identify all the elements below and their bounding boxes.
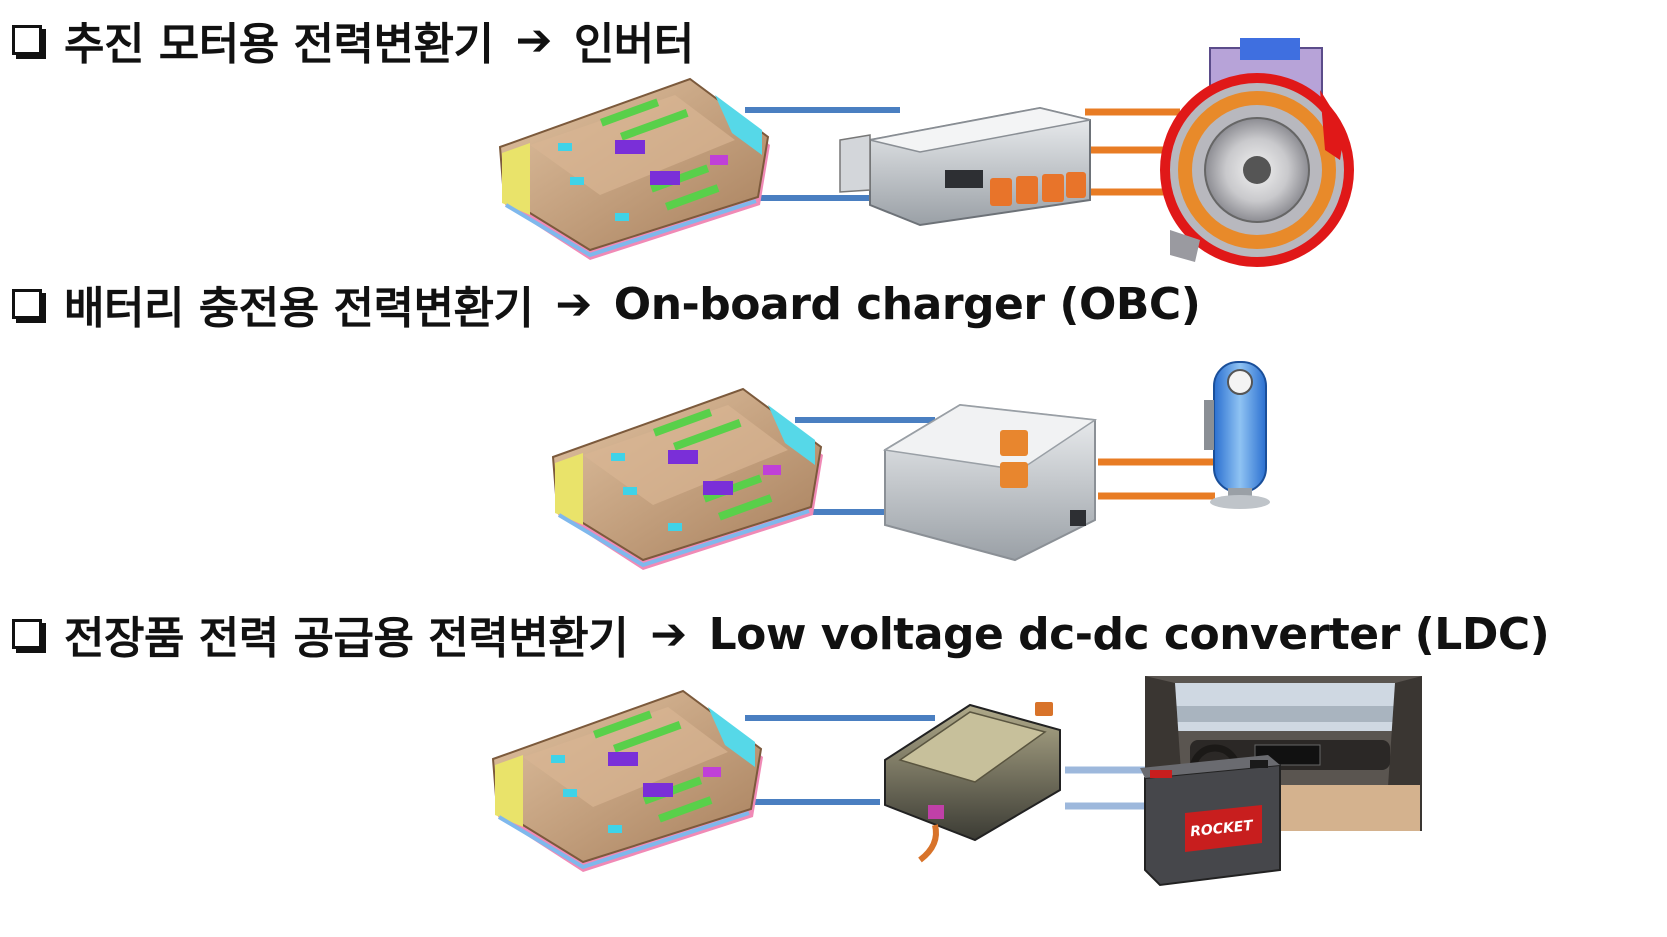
- inverter-unit-icon: [839, 106, 1091, 227]
- traction-motor-icon: [1160, 38, 1354, 267]
- arrow-icon: ➔: [650, 608, 687, 660]
- obc-diagram: [551, 361, 1270, 572]
- heading-target: Low voltage dc-dc converter (LDC): [708, 608, 1550, 660]
- checkbox-bullet-icon: [12, 25, 42, 55]
- ldc-unit-icon: [884, 702, 1061, 863]
- heading-target: 인버터: [573, 19, 694, 70]
- arrow-icon: ➔: [515, 14, 552, 66]
- battery-pack-icon: [491, 689, 765, 874]
- battery-pack-icon: [551, 387, 825, 572]
- obc-unit-icon: [882, 403, 1098, 562]
- battery-brand-label: ROCKET: [1189, 818, 1255, 841]
- section-heading-inverter: 추진 모터용 전력변환기 ➔ 인버터: [12, 8, 694, 72]
- heading-title: 추진 모터용 전력변환기: [64, 19, 494, 70]
- ev-charger-icon: [1204, 361, 1270, 509]
- heading-target: On-board charger (OBC): [613, 278, 1201, 330]
- 12v-battery-icon: ROCKET: [1140, 755, 1281, 887]
- section-heading-obc: 배터리 충전용 전력변환기 ➔ On-board charger (OBC): [12, 272, 1201, 336]
- checkbox-bullet-icon: [12, 289, 42, 319]
- battery-pack-icon: [498, 77, 772, 262]
- heading-title: 배터리 충전용 전력변환기: [64, 283, 534, 334]
- arrow-icon: ➔: [555, 278, 592, 330]
- section-heading-ldc: 전장품 전력 공급용 전력변환기 ➔ Low voltage dc-dc con…: [12, 602, 1550, 666]
- checkbox-bullet-icon: [12, 619, 42, 649]
- vehicle-interior-photo: [1145, 676, 1422, 831]
- ldc-diagram: ROCKET: [491, 676, 1422, 887]
- inverter-diagram: [498, 38, 1354, 267]
- heading-title: 전장품 전력 공급용 전력변환기: [64, 613, 629, 664]
